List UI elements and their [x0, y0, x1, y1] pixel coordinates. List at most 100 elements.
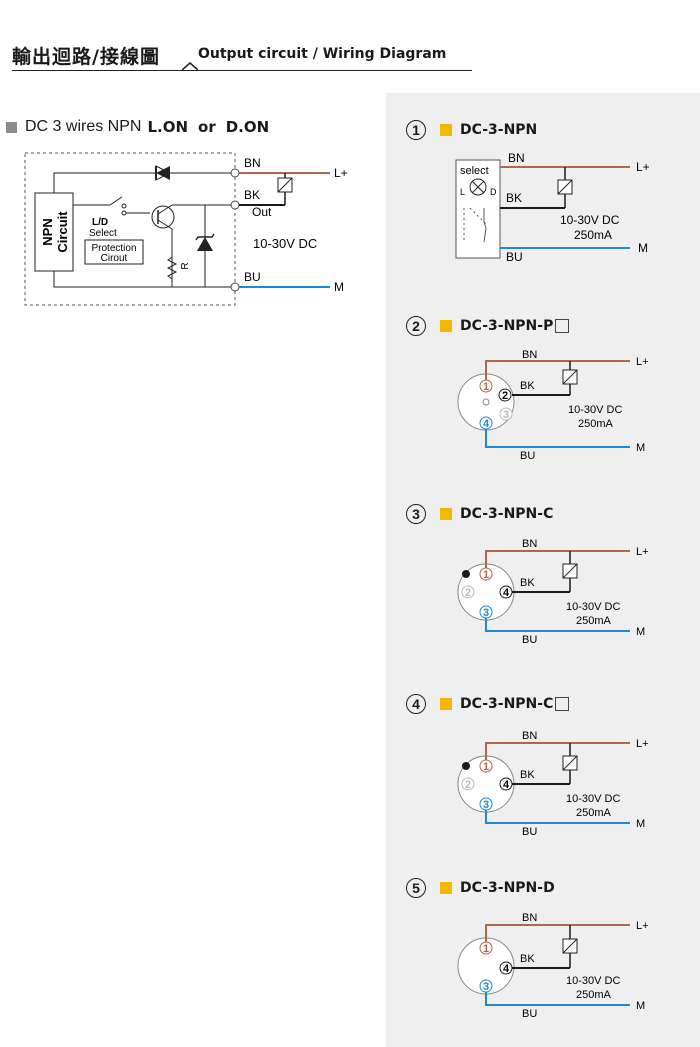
select-label: Select: [89, 228, 117, 239]
diagram-label: DC-3-NPN-P: [460, 318, 554, 334]
internal-top-wire: [53, 172, 232, 193]
pin-4-label: 4: [483, 418, 490, 430]
wiring-title-1: 1 DC-3-NPN: [406, 118, 537, 142]
brown-wire: [485, 742, 630, 760]
bk-label: BK: [520, 380, 535, 392]
voltage-label: 10-30V DC: [566, 601, 620, 613]
yellow-square-icon: [440, 124, 452, 136]
current-label: 250mA: [578, 418, 614, 430]
pin-4-label: 4: [503, 779, 510, 791]
transistor-emitter: [157, 219, 173, 230]
voltage-label: 10-30V DC: [568, 404, 622, 416]
load-relay-slash: [557, 179, 573, 195]
bu-label: BU: [522, 634, 537, 646]
diagram-label: DC-3-NPN-C: [460, 696, 554, 712]
output-circuit-diagram: NPN Circuit Protection Cirout L/D Select…: [24, 152, 348, 306]
lplus-label: L+: [636, 920, 649, 932]
header-title-chinese: 輸出迴路/接線圖: [12, 46, 160, 68]
wiring-title-3: 3 DC-3-NPN-C: [406, 502, 553, 526]
wiring-panel: [386, 93, 700, 1047]
voltage-label: 10-30V DC: [253, 236, 317, 251]
m-label: M: [636, 818, 645, 830]
pin-3-label: 3: [483, 981, 489, 993]
select-knob-icon: [469, 178, 487, 196]
npn-circuit-box: [34, 192, 74, 272]
bn-label: BN: [508, 151, 525, 165]
pin-2-label: 2: [502, 390, 508, 402]
load-relay-slash: [562, 755, 578, 771]
connector-key: [462, 570, 470, 578]
brown-wire: [485, 360, 630, 380]
bn-label: BN: [522, 730, 537, 742]
lplus-label: L+: [334, 166, 348, 180]
current-label: 250mA: [576, 615, 612, 627]
load-relay-slash: [562, 369, 578, 385]
gray-square-icon: [6, 121, 17, 133]
bk-label: BK: [244, 188, 260, 202]
yellow-square-icon: [440, 882, 452, 894]
load-relay-slash: [277, 177, 293, 193]
header-notch-icon: [182, 62, 198, 71]
out-label: Out: [252, 205, 272, 219]
switch-contact: [121, 210, 127, 216]
diode-icon: [156, 166, 170, 180]
npn-label: NPN: [40, 218, 55, 245]
bn-label: BN: [522, 538, 537, 550]
bu-label: BU: [244, 270, 261, 284]
bu-label: BU: [522, 826, 537, 838]
wiring-title-5: 5 DC-3-NPN-D: [406, 876, 555, 900]
sensor-boundary: [24, 152, 236, 306]
suffix-square-icon: [555, 319, 570, 333]
lplus-label: L+: [636, 738, 649, 750]
select-switch: [109, 196, 123, 206]
ld-label: L/D: [92, 217, 108, 228]
lplus-label: L+: [636, 160, 650, 174]
load-relay-slash: [562, 938, 578, 954]
switch-contact-line: [483, 208, 487, 243]
diagram-label: DC-3-NPN-D: [460, 880, 555, 896]
bk-label: BK: [506, 191, 522, 205]
voltage-label: 10-30V DC: [566, 793, 620, 805]
suffix-square-icon: [555, 697, 570, 711]
bk-label: BK: [520, 953, 535, 965]
brown-wire: [485, 924, 630, 942]
bu-label: BU: [506, 250, 523, 264]
wiring-title-2: 2 DC-3-NPN-P: [406, 314, 570, 338]
connector-key: [462, 762, 470, 770]
select-label: select: [460, 165, 489, 177]
zener-bar: [195, 233, 215, 241]
yellow-square-icon: [440, 320, 452, 332]
wiring-diagram-2: 1 2 3 4 BN BK BU L+ M 10-30V DC 250mA: [457, 349, 649, 462]
blue-wire: [485, 618, 630, 632]
resistor-label: R: [180, 262, 191, 269]
brown-wire: [485, 550, 630, 568]
zener-icon: [197, 237, 213, 251]
m-label: M: [334, 280, 344, 294]
switch-contact: [121, 203, 127, 209]
wiring-diagram-3: 1 2 3 4 BN BK BU L+ M 10-30V DC 250mA: [457, 538, 649, 646]
internal-bottom-wire: [53, 271, 232, 288]
pin-2-label: 2: [465, 587, 471, 599]
header-underline: [12, 70, 472, 71]
pin-1-label: 1: [483, 943, 489, 955]
pin-3-label: 3: [483, 607, 489, 619]
terminal-bn: [230, 168, 240, 178]
pin-2-label: 2: [465, 779, 471, 791]
diagram-number: 1: [406, 120, 426, 140]
protection-label: Protection: [91, 243, 136, 254]
yellow-square-icon: [440, 698, 452, 710]
current-label: 250mA: [576, 989, 612, 1001]
header-title-english: Output circuit / Wiring Diagram: [198, 46, 447, 62]
transistor-collector: [157, 204, 173, 215]
protection-label-2: Cirout: [101, 253, 128, 264]
pin-3-label: 3: [483, 799, 489, 811]
load-relay-slash: [562, 563, 578, 579]
bn-label: BN: [244, 156, 261, 170]
voltage-label: 10-30V DC: [566, 975, 620, 987]
blue-wire: [485, 429, 630, 448]
page-header: 輸出迴路/接線圖 Output circuit / Wiring Diagram: [12, 40, 472, 80]
pin-1-label: 1: [483, 569, 489, 581]
current-label: 250mA: [574, 228, 612, 242]
blue-wire: [485, 810, 630, 824]
diagram-label: DC-3-NPN: [460, 122, 538, 138]
